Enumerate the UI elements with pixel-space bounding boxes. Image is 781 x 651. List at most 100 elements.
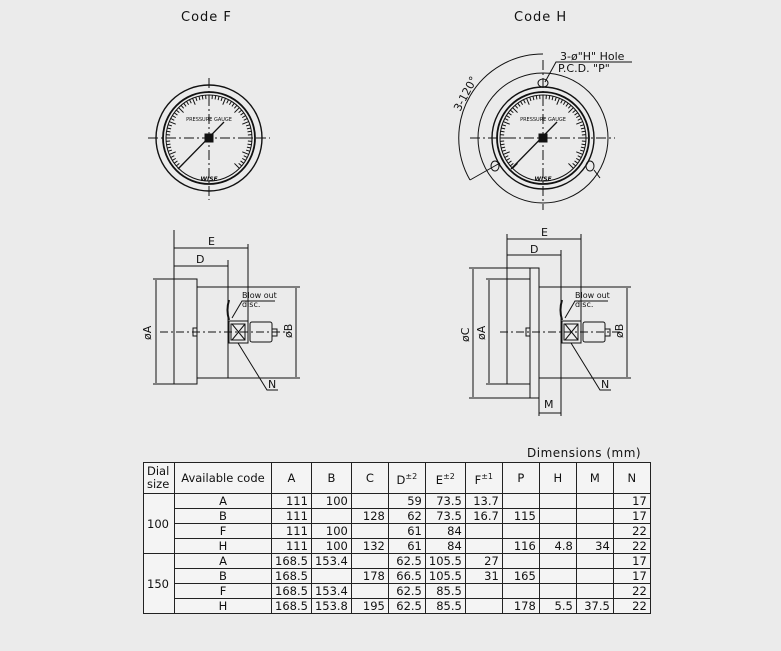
tolerance: ±2	[405, 471, 418, 481]
dial-tick	[169, 121, 176, 125]
dial-tick	[572, 162, 577, 167]
dial-tick	[503, 121, 510, 125]
table-cell: H	[174, 598, 272, 614]
angle-label: 3-120°	[451, 74, 480, 113]
gauge-title: PRESSURE GAUGE	[520, 117, 566, 123]
column-header-label: C	[365, 471, 374, 485]
column-header-label: F	[474, 472, 482, 487]
brand-logo: WISE	[534, 176, 552, 183]
table-cell: B	[174, 508, 272, 524]
table-cell	[538, 493, 577, 509]
dial-tick	[167, 146, 172, 149]
table-cell: 17	[612, 493, 651, 509]
dial-tick	[234, 163, 240, 169]
column-header-label: N	[627, 471, 637, 485]
dial-tick	[535, 95, 538, 100]
table-cell: 178	[501, 598, 540, 614]
dial-tick	[243, 118, 248, 121]
dial-tick	[501, 124, 507, 127]
dial-tick	[242, 151, 249, 155]
dial-tick	[580, 127, 585, 130]
table-cell	[538, 553, 577, 569]
table-cell	[501, 523, 540, 539]
table-cell	[575, 523, 614, 539]
column-header: D±2	[387, 462, 426, 494]
dial-tick	[560, 99, 563, 104]
caption-code-h: Code H	[514, 10, 568, 25]
dim-a-label: øA	[475, 325, 488, 340]
dial-tick	[576, 121, 583, 125]
table-cell: 4.8	[538, 538, 577, 554]
table-cell: 111	[271, 493, 312, 509]
dial-tick	[579, 124, 585, 127]
table-cell: A	[174, 493, 272, 509]
dial-tick	[554, 96, 557, 102]
dial-tick	[574, 160, 579, 164]
dial-tick	[501, 127, 506, 130]
dial-tick	[247, 143, 252, 146]
dial-tick	[503, 151, 510, 155]
dial-tick	[198, 96, 201, 101]
dimensions-caption: Dimensions (mm)	[527, 446, 642, 460]
dial-tick	[242, 121, 249, 125]
table-cell: 153.8	[310, 598, 352, 614]
table-cell	[538, 583, 577, 599]
table-cell: 62.5	[387, 598, 426, 614]
table-cell	[350, 523, 389, 539]
gauge-needle	[177, 121, 225, 170]
column-header: P	[501, 462, 540, 494]
dim-b-label: øB	[613, 324, 626, 338]
table-cell: 85.5	[424, 598, 466, 614]
table-cell	[575, 568, 614, 584]
dial-tick	[572, 109, 577, 114]
dial-size-cell: 100	[143, 493, 175, 554]
table-cell: F	[174, 583, 272, 599]
table-cell: 105.5	[424, 553, 466, 569]
table-cell: 27	[464, 553, 503, 569]
table-cell: 5.5	[538, 598, 577, 614]
table-cell: 111	[271, 523, 312, 539]
dial-tick	[247, 130, 252, 133]
table-cell: 31	[464, 568, 503, 584]
dim-a-label: øA	[141, 325, 154, 340]
table-cell: 178	[350, 568, 389, 584]
dial-tick	[183, 102, 187, 107]
table-cell	[350, 553, 389, 569]
pcd-arc	[458, 53, 544, 181]
dial-tick	[169, 151, 176, 155]
blow-out-label-2: disc.	[242, 300, 260, 309]
dial-tick	[581, 130, 586, 133]
gauge-side-code-h: E D øC øA øB Blow out disc. N M	[459, 226, 631, 416]
pcd-label: P.C.D. "P"	[558, 62, 610, 75]
dial-tick	[222, 98, 226, 105]
table-cell	[464, 538, 503, 554]
table-cell	[575, 553, 614, 569]
dial-tick	[175, 109, 180, 114]
dial-tick	[189, 99, 192, 104]
dial-tick	[548, 95, 551, 100]
dial-ticks	[500, 95, 586, 169]
dial-tick	[529, 96, 532, 102]
dial-tick	[551, 96, 554, 101]
dial-tick	[246, 146, 251, 149]
dial-tick	[195, 96, 198, 102]
dim-e-label: E	[541, 226, 548, 239]
dial-tick	[201, 95, 204, 100]
table-cell: 73.5	[424, 493, 466, 509]
table-cell: 62.5	[387, 583, 426, 599]
dial-tick	[175, 162, 180, 167]
dim-m-label: M	[544, 398, 554, 411]
table-cell: 22	[612, 598, 651, 614]
blow-out-label: Blow out	[575, 291, 610, 300]
brand-logo: WISE	[200, 176, 218, 183]
dial-tick	[173, 112, 178, 116]
dial-tick	[517, 102, 521, 107]
table-cell: 22	[612, 583, 651, 599]
dim-n-label: N	[601, 378, 609, 391]
dial-tick	[167, 124, 173, 127]
column-header: Dial size	[143, 462, 175, 494]
dial-tick	[172, 157, 177, 161]
dial-tick	[575, 115, 580, 119]
